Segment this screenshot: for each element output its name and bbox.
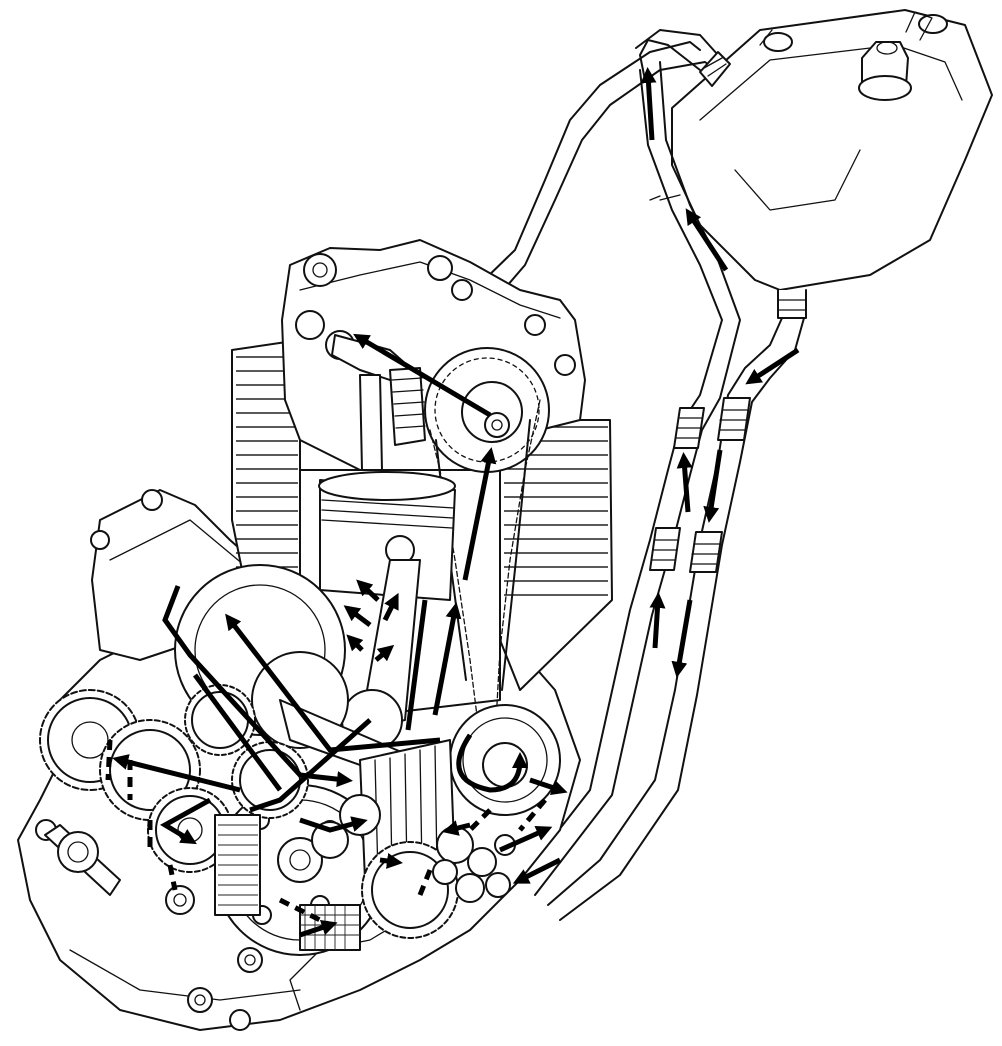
- clamp-icon: [649, 397, 751, 573]
- piston-icon: [318, 471, 456, 601]
- rocker-icon: [331, 334, 426, 471]
- camshaft-sprocket: [424, 347, 550, 473]
- hose-clamp: [673, 407, 705, 449]
- hose-clamp: [689, 531, 723, 573]
- pump-icon: [432, 826, 516, 903]
- hose-icon: [481, 29, 805, 921]
- hose-clamp: [649, 527, 681, 571]
- hose-clamp: [717, 397, 751, 441]
- oil-tank-icon: [671, 9, 993, 319]
- oil-flow-arrows: [105, 67, 800, 938]
- sprocket-icon: [424, 347, 550, 741]
